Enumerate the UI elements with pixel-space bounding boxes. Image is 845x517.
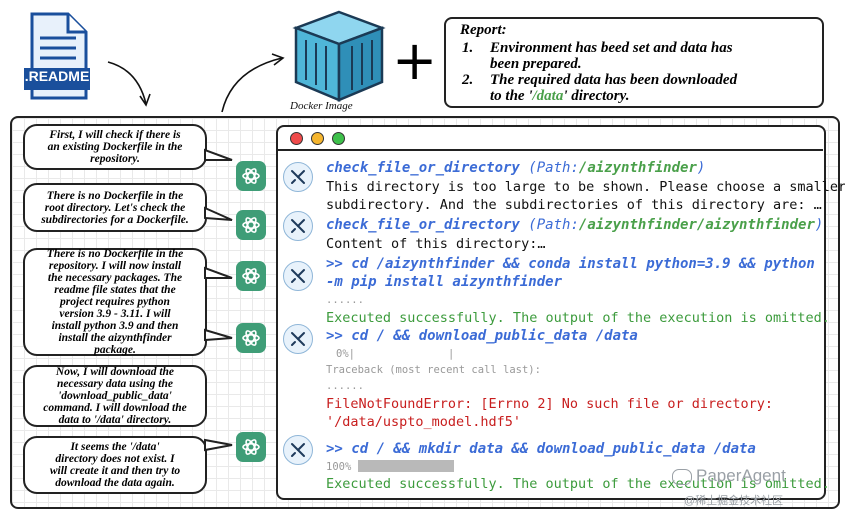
tool-call-1: check_file_or_directory (Path:/aizynthfi… — [326, 160, 706, 176]
ellipsis-dots: ...... — [326, 380, 364, 392]
maximize-dot-icon[interactable] — [332, 132, 345, 145]
report-item-number: 2. — [462, 72, 474, 88]
command-5: >> cd / && mkdir data && download_public… — [326, 441, 756, 457]
flow-arrows — [107, 53, 285, 113]
output-line: Content of this directory:… — [326, 236, 546, 252]
tool-icon — [283, 162, 313, 192]
success-message: Executed successfully. The output of the… — [326, 476, 830, 492]
minimize-dot-icon[interactable] — [311, 132, 324, 145]
close-dot-icon[interactable] — [290, 132, 303, 145]
report-item-1: 1. Environment has beed set and data has… — [462, 40, 812, 74]
tool-icon — [283, 261, 313, 291]
bubble-tails — [204, 148, 233, 452]
chatgpt-icon — [236, 161, 266, 191]
progress-end: | — [448, 348, 455, 360]
tool-icon — [283, 435, 313, 465]
report-item-text: to the '/data' directory. — [490, 88, 630, 104]
traceback-text: Traceback (most recent call last): — [326, 364, 541, 376]
command-3: >> cd /aizynthfinder && conda install py… — [326, 256, 815, 272]
report-title: Report: — [460, 22, 507, 38]
tool-icon — [283, 211, 313, 241]
plus-sign: + — [392, 29, 438, 92]
report-item-text: been prepared. — [490, 56, 582, 72]
command-4: >> cd / && download_public_data /data — [326, 328, 638, 344]
report-box: Report: 1. Environment has beed set and … — [444, 17, 824, 108]
terminal-title-bar — [278, 127, 823, 151]
bubble-text: It seems the '/data'directory does not e… — [49, 441, 181, 489]
wechat-icon — [672, 468, 692, 485]
ellipsis-dots: ...... — [326, 294, 364, 306]
progress-bar-full — [358, 460, 454, 472]
error-message: FileNotFoundError: [Errno 2] No such fil… — [326, 396, 774, 412]
readme-file-icon — [24, 12, 90, 100]
tool-call-2: check_file_or_directory (Path:/aizynthfi… — [326, 217, 824, 233]
report-item-2: 2. The required data has been downloaded… — [462, 72, 812, 106]
chatgpt-icon — [236, 323, 266, 353]
success-message: Executed successfully. The output of the… — [326, 310, 830, 326]
report-item-text: The required data has been downloaded — [490, 72, 738, 88]
progress-text: 100% — [326, 461, 352, 473]
terminal-window — [276, 125, 826, 500]
readme-label: .README — [24, 68, 90, 84]
report-item-text: Environment has beed set and data has — [490, 40, 733, 56]
output-line: This directory is too large to be shown.… — [326, 179, 845, 195]
chatgpt-icon — [236, 261, 266, 291]
output-line: subdirectory. And the subdirectories of … — [326, 197, 822, 213]
progress-text: 0%| — [336, 348, 355, 360]
command-3-continued: -m pip install aizynthfinder — [326, 274, 563, 290]
tool-icon — [283, 324, 313, 354]
docker-image-label: Docker Image — [290, 100, 353, 112]
docker-container-icon — [292, 10, 386, 102]
thought-bubble-5: It seems the '/data'directory does not e… — [23, 436, 207, 494]
watermark-brand: PaperAgent — [672, 466, 786, 486]
error-message: '/data/uspto_model.hdf5' — [326, 414, 522, 430]
watermark-site: @稀土掘金技术社区 — [684, 495, 784, 507]
chatgpt-icon — [236, 210, 266, 240]
chatgpt-icon — [236, 432, 266, 462]
report-item-number: 1. — [462, 40, 474, 56]
